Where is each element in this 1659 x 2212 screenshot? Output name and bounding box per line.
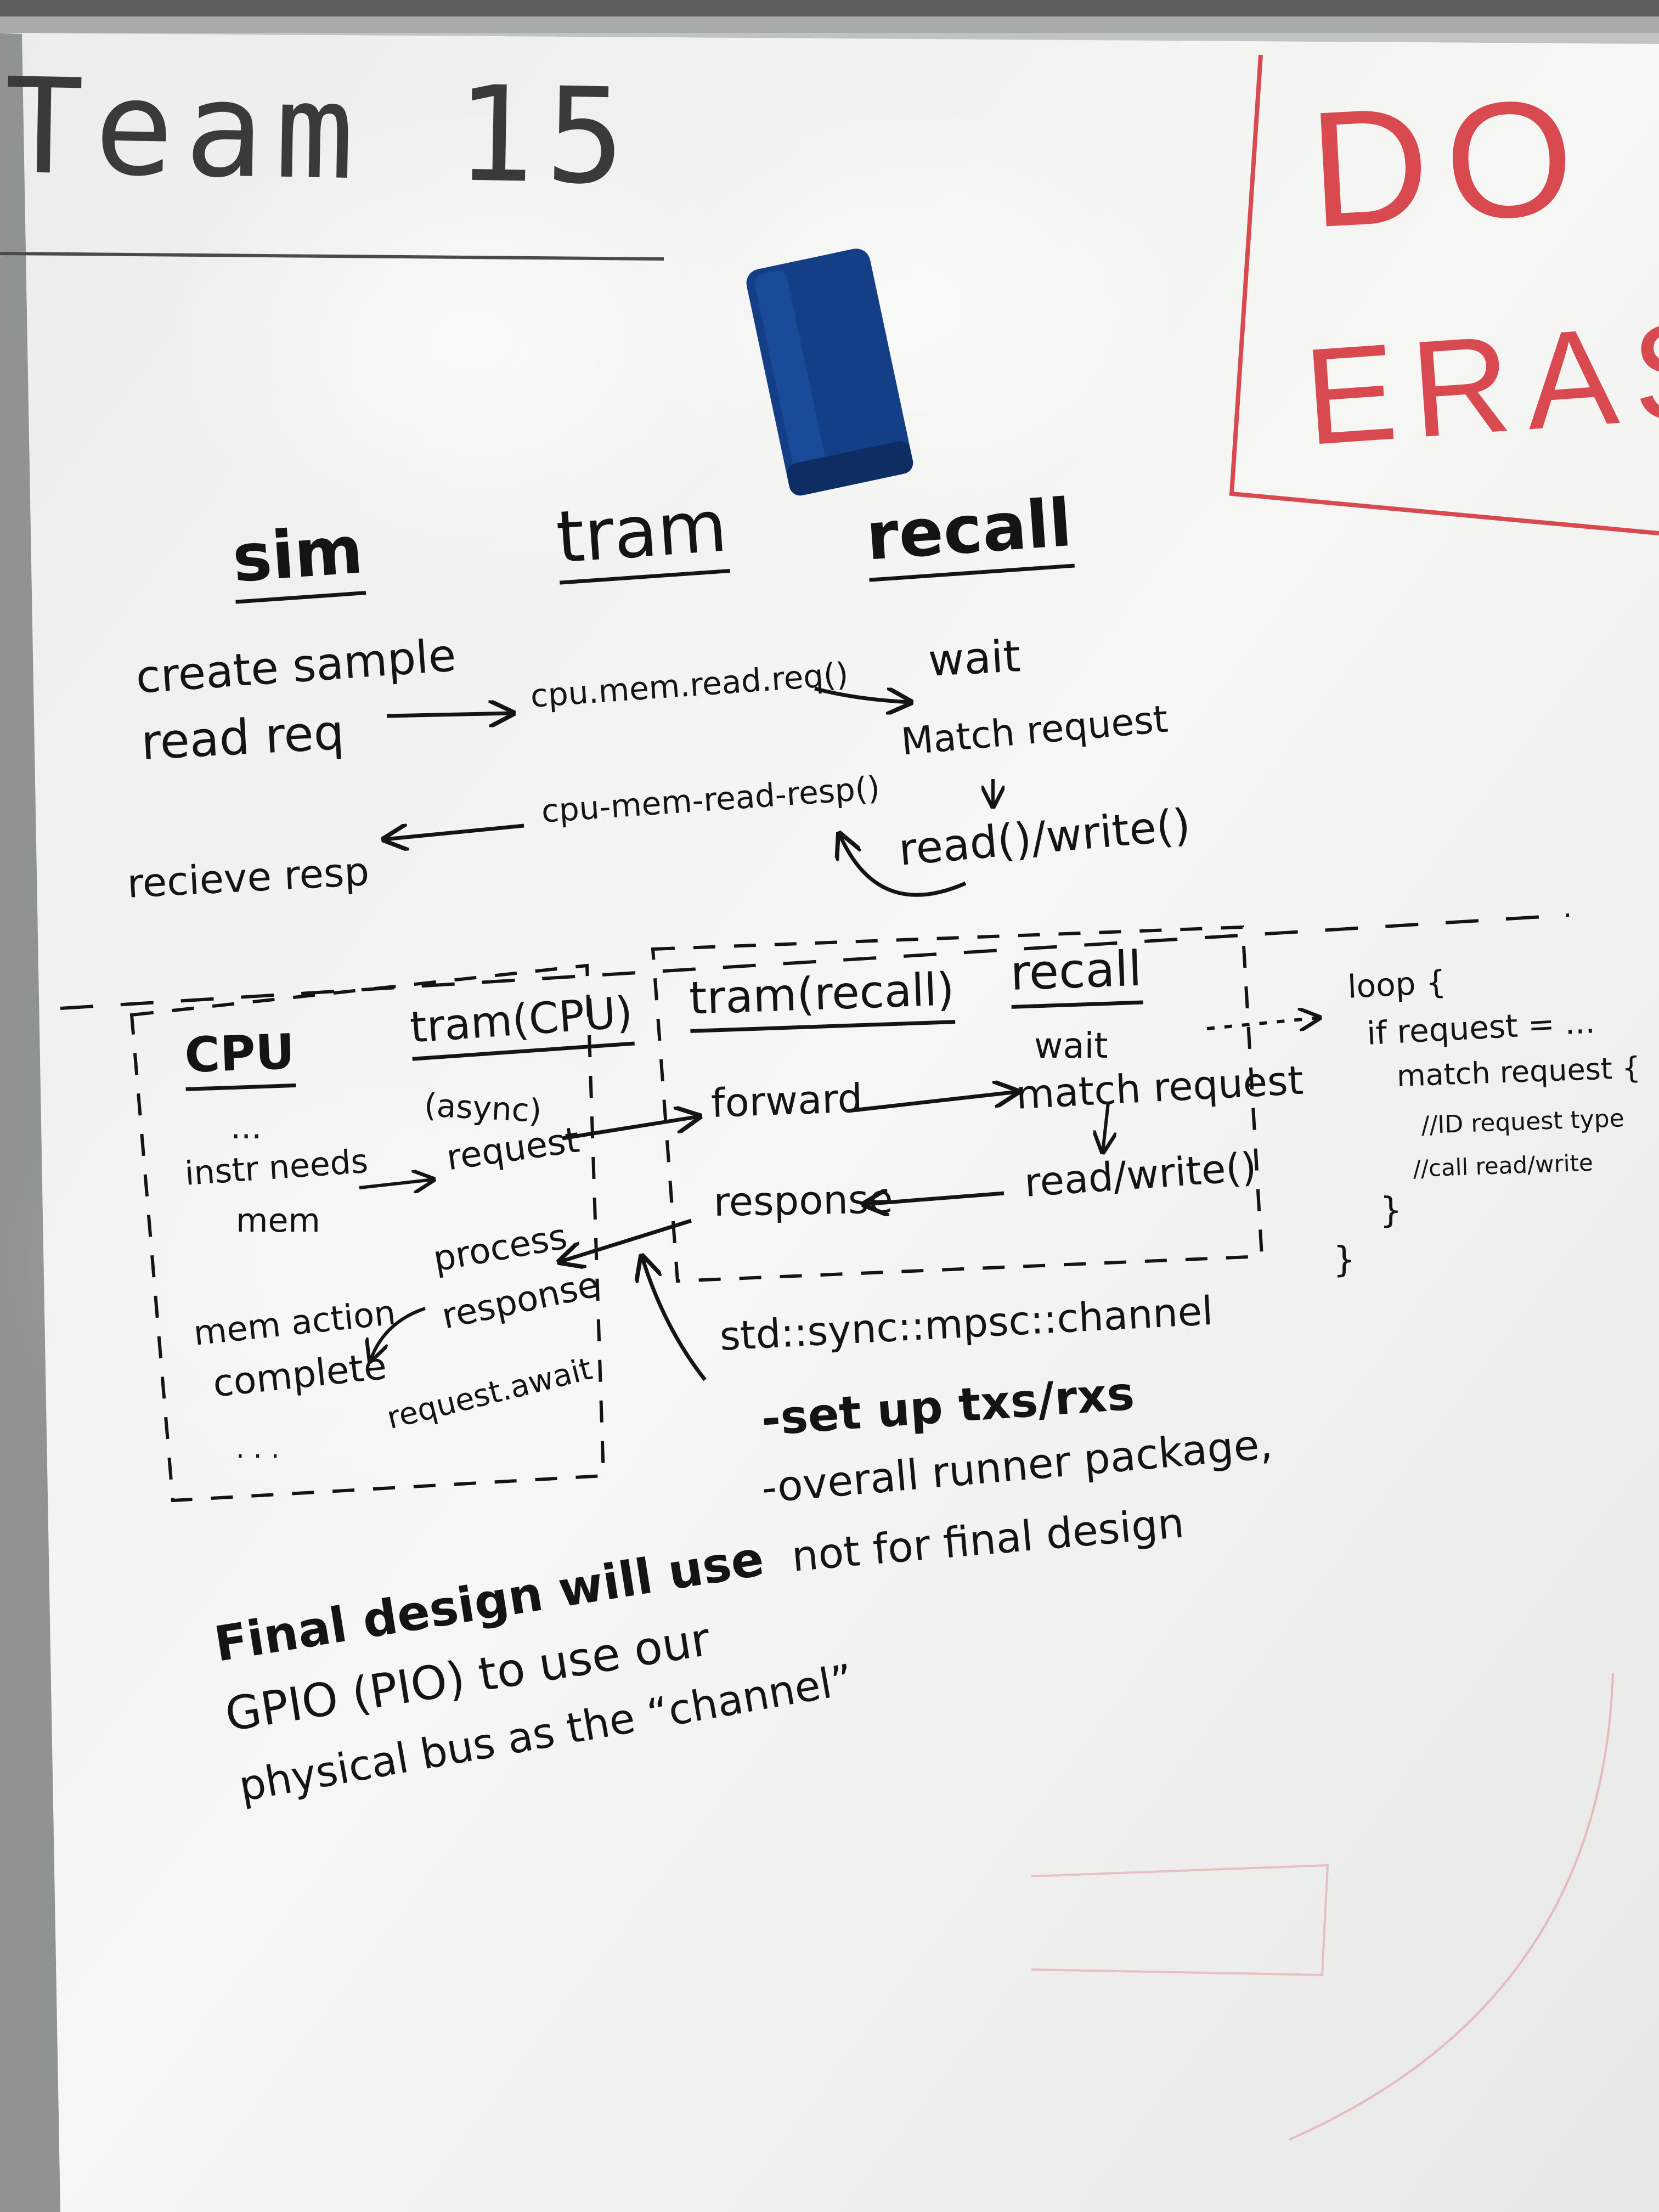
red-note-line1: DO N bbox=[1305, 53, 1659, 262]
cpu-header: CPU bbox=[184, 1023, 296, 1091]
header-recall: recall bbox=[864, 485, 1075, 582]
sim-recieve-resp: recieve resp bbox=[126, 848, 371, 907]
arrow-recall-to-loop bbox=[1206, 1018, 1319, 1029]
recall-header: recall bbox=[1009, 940, 1143, 1009]
arrow-readwrite-to-response bbox=[864, 1193, 1005, 1204]
header-sim: sim bbox=[230, 512, 366, 604]
loop-line-6: } bbox=[1380, 1190, 1402, 1231]
title-underline bbox=[0, 252, 664, 261]
sim-read-req: read req bbox=[139, 703, 346, 771]
tram-cpu-async: (async) bbox=[423, 1086, 543, 1130]
cpu-side-box bbox=[129, 963, 606, 1503]
section-divider bbox=[60, 913, 1570, 1010]
arrow-match-to-readwrite-2 bbox=[1103, 1102, 1108, 1152]
cpu-mem: mem bbox=[236, 1201, 320, 1240]
arrow-resp-to-sim bbox=[384, 826, 524, 839]
recall-wait: wait bbox=[927, 630, 1022, 686]
arrow-forward-to-match bbox=[847, 1092, 1018, 1113]
cpu-dots-top: ... bbox=[230, 1108, 262, 1147]
loop-line-1: loop { bbox=[1346, 963, 1447, 1006]
arrow-request-to-forward bbox=[562, 1116, 699, 1141]
tram-recall-response: response bbox=[713, 1176, 894, 1225]
board-surface bbox=[0, 33, 1659, 2212]
arrow-process-to-mem-action bbox=[370, 1307, 426, 1361]
arrow-sim-to-tram bbox=[386, 713, 513, 716]
tram-recall-header: tram(recall) bbox=[689, 963, 956, 1033]
board-title: Team 15 bbox=[3, 49, 637, 215]
recall-box-wait: wait bbox=[1034, 1026, 1108, 1066]
loop-line-7: } bbox=[1333, 1240, 1356, 1280]
arrow-readwrite-to-resp bbox=[839, 834, 967, 897]
board-left-edge bbox=[0, 33, 60, 2212]
arrow-instr-to-request bbox=[359, 1180, 433, 1188]
tram-recall-forward: forward bbox=[710, 1075, 864, 1126]
arrow-tram-to-recall bbox=[814, 686, 911, 702]
red-note-border bbox=[1229, 54, 1659, 535]
header-tram: tram bbox=[554, 484, 730, 585]
cpu-dots-bottom: . . . bbox=[236, 1432, 280, 1464]
arrow-channel-note bbox=[642, 1256, 707, 1381]
loop-line-4: //ID request type bbox=[1420, 1104, 1625, 1139]
loop-line-5: //call read/write bbox=[1412, 1149, 1594, 1182]
eraser bbox=[746, 249, 913, 496]
arrow-response-to-process bbox=[560, 1218, 692, 1262]
loop-line-3: match request { bbox=[1396, 1050, 1641, 1093]
red-note-line2: ERAS bbox=[1299, 290, 1659, 474]
